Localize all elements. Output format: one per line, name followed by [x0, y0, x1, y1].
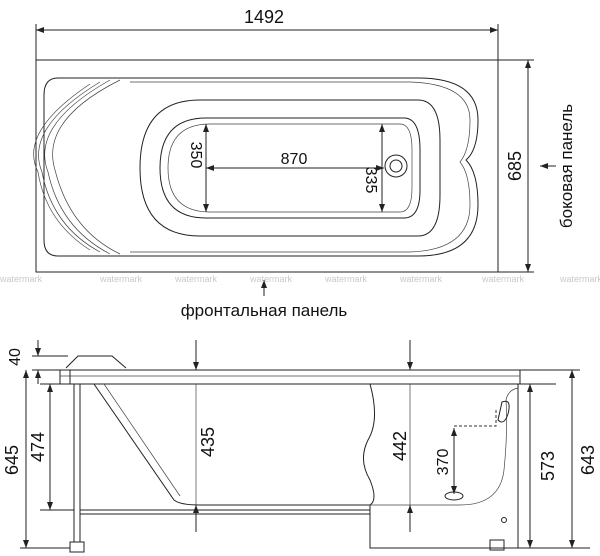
front-panel-label: фронтальная панель — [181, 301, 348, 320]
basin-floor-inner — [167, 123, 413, 213]
arrow-head — [193, 505, 199, 513]
overflow-pipe — [454, 408, 497, 427]
basin-outline — [139, 99, 441, 237]
shell-line — [38, 81, 101, 253]
watermark-text: watermark — [481, 274, 525, 284]
top-view: 1492 685 боковая панель 870 350 335 фрон… — [0, 7, 600, 320]
arrow-head — [540, 163, 548, 169]
rim-end-block — [59, 369, 71, 385]
rim-top — [59, 369, 521, 385]
dim-total-height-left: 645 — [2, 445, 22, 475]
arrow-head — [451, 428, 457, 436]
arrow-head — [407, 362, 413, 370]
arrow-head — [527, 540, 533, 548]
arrow-head — [35, 370, 41, 378]
arrow-head — [35, 348, 41, 356]
dim-rim-height: 40 — [7, 348, 24, 366]
arrow-head — [569, 540, 575, 548]
arrow-head — [490, 27, 498, 33]
watermark-row: watermark watermark watermark watermark … — [0, 274, 600, 284]
side-panel-section — [363, 383, 519, 549]
tub-outer-outline — [35, 59, 499, 273]
dim-overall-length: 1492 — [244, 7, 284, 27]
arrow-head — [407, 505, 413, 513]
watermark-text: watermark — [174, 274, 218, 284]
panel-screw — [501, 517, 507, 523]
arrow-head — [379, 124, 385, 132]
dim-inner-width-right: 335 — [362, 167, 379, 194]
overflow-slot — [497, 400, 510, 423]
watermark-text: watermark — [99, 274, 143, 284]
drain-inner — [389, 159, 403, 173]
arrow-head — [527, 384, 533, 392]
arrow-head — [36, 27, 44, 33]
dim-depth-right: 442 — [390, 431, 410, 461]
dim-inner-length: 870 — [281, 151, 308, 168]
watermark-text: watermark — [324, 274, 368, 284]
shell-line — [44, 79, 111, 255]
basin-rim — [130, 81, 471, 253]
basin-profile — [93, 383, 370, 506]
arrow-head — [525, 264, 531, 272]
arrow-head — [206, 165, 214, 171]
watermark-text: watermark — [399, 274, 443, 284]
arrow-head — [525, 60, 531, 68]
basin-profile-inner — [103, 383, 181, 497]
headrest-profile — [65, 355, 127, 369]
dim-total-height-right: 643 — [578, 445, 598, 475]
shell-line — [33, 83, 91, 251]
arrow-head — [379, 204, 385, 212]
arrow-head — [261, 280, 267, 288]
leg-foot-right — [489, 539, 505, 551]
arrow-head — [47, 502, 53, 510]
dim-drain-height: 370 — [435, 449, 452, 476]
arrow-head — [569, 370, 575, 378]
arrow-head — [23, 540, 29, 548]
side-view: 370 40 474 645 435 442 — [2, 340, 598, 553]
arrow-head — [23, 370, 29, 378]
arrow-head — [203, 124, 209, 132]
basin-floor — [159, 117, 421, 219]
watermark-text: watermark — [249, 274, 293, 284]
drain-outer — [384, 154, 408, 178]
dim-inner-depth-left: 474 — [28, 432, 48, 462]
shell-line — [52, 79, 121, 255]
dim-overall-width: 685 — [505, 151, 525, 181]
arrow-head — [451, 486, 457, 494]
dim-inner-width-left: 350 — [187, 142, 204, 169]
dim-depth-center: 435 — [198, 427, 218, 457]
watermark-text: watermark — [559, 274, 600, 284]
side-panel-label: боковая панель — [557, 104, 576, 228]
tub-rim-outline — [43, 77, 479, 257]
arrow-head — [47, 384, 53, 392]
panel-curve — [370, 387, 519, 506]
arrow-head — [203, 204, 209, 212]
arrow-head — [193, 362, 199, 370]
watermark-text: watermark — [0, 274, 43, 284]
dim-panel-height: 573 — [538, 451, 558, 481]
leg-foot-left — [69, 541, 85, 553]
arrow-head — [376, 165, 384, 171]
